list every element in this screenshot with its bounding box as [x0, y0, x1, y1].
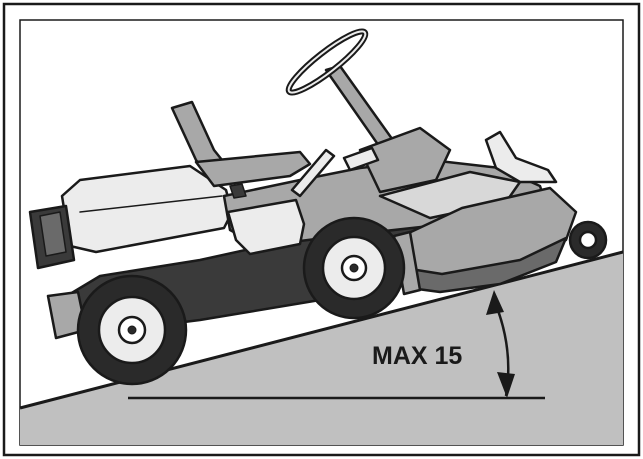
max-slope-label: MAX 15: [372, 342, 462, 370]
front-wheel: [302, 216, 406, 320]
side-fender: [226, 198, 306, 256]
hood-panel-line: [79, 195, 223, 213]
ride-on-mower-icon: [28, 28, 608, 386]
seat-cushion: [194, 150, 312, 188]
footboard: [378, 170, 522, 220]
control-lever: [290, 148, 336, 198]
deck-gauge-wheel: [568, 220, 608, 260]
deck-guard: [484, 130, 558, 184]
dashboard: [358, 126, 452, 194]
angle-arrow-icon: [486, 290, 515, 398]
rear-wheel: [76, 274, 188, 386]
